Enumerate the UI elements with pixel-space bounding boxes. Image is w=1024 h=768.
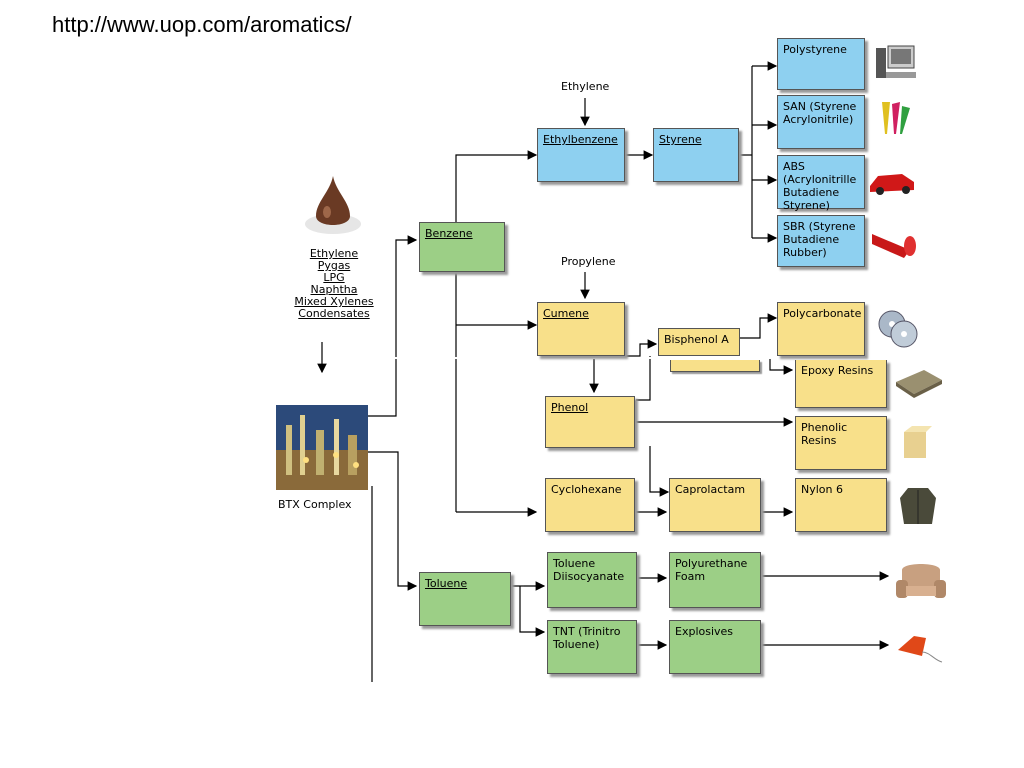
- feedstock-item[interactable]: LPG: [323, 271, 345, 284]
- node-tnt-label: TNT (Trinitro Toluene): [553, 625, 621, 651]
- node-phenolic-resins[interactable]: Phenolic Resins: [795, 416, 887, 470]
- node-caprolactam[interactable]: Caprolactam: [669, 478, 761, 532]
- feedstock-item[interactable]: Mixed Xylenes: [294, 295, 374, 308]
- node-abs[interactable]: ABS (Acrylonitrille Butadiene Styrene): [777, 155, 865, 212]
- ethylene-input-label: Ethylene: [561, 80, 610, 93]
- node-toluene[interactable]: Toluene: [419, 572, 511, 626]
- node-abs-label: ABS (Acrylonitrille Butadiene Styrene): [783, 160, 857, 212]
- compact-discs-icon: [878, 310, 918, 348]
- node-ethylbenzene-label[interactable]: Ethylbenzene: [543, 133, 618, 146]
- node-caprolactam-label: Caprolactam: [675, 483, 746, 496]
- source-url[interactable]: http://www.uop.com/aromatics/: [52, 12, 352, 37]
- node-sbr[interactable]: SBR (Styrene Butadiene Rubber): [777, 215, 865, 267]
- stacked-boards-icon: [896, 370, 942, 398]
- explosive-charge-icon: [898, 636, 943, 663]
- node-phenolic-resins-label: Phenolic Resins: [801, 421, 848, 447]
- feedstock-list: Ethylene Pygas LPG Naphtha Mixed Xylenes…: [282, 248, 386, 320]
- node-phenol-label[interactable]: Phenol: [551, 401, 589, 414]
- red-car-icon: [870, 174, 914, 195]
- node-pu-foam[interactable]: Polyurethane Foam: [669, 552, 761, 608]
- rubber-roll-icon: [872, 234, 916, 258]
- node-tnt[interactable]: TNT (Trinitro Toluene): [547, 620, 637, 674]
- node-polycarbonate[interactable]: Polycarbonate: [777, 302, 865, 356]
- feedstock-item[interactable]: Condensates: [298, 307, 370, 320]
- node-phenol[interactable]: Phenol: [545, 396, 635, 448]
- refinery-plant-icon: [276, 405, 368, 490]
- node-cyclohexane-label: Cyclohexane: [551, 483, 622, 496]
- btx-complex-label: BTX Complex: [278, 498, 352, 511]
- feedstock-item[interactable]: Ethylene: [309, 247, 359, 260]
- feedstock-item[interactable]: Pygas: [317, 259, 351, 272]
- node-bisphenol-a-lower: [670, 360, 760, 372]
- node-styrene-label[interactable]: Styrene: [659, 133, 702, 146]
- node-explosives-label: Explosives: [675, 625, 734, 638]
- node-ethylbenzene[interactable]: Ethylbenzene: [537, 128, 625, 182]
- oil-drop-icon: [305, 176, 361, 234]
- node-benzene-label[interactable]: Benzene: [425, 227, 473, 240]
- node-cumene[interactable]: Cumene: [537, 302, 625, 356]
- feedstock-item[interactable]: Naphtha: [310, 283, 358, 296]
- node-cyclohexane[interactable]: Cyclohexane: [545, 478, 635, 532]
- node-epoxy-resins-label: Epoxy Resins: [801, 364, 874, 377]
- node-cumene-label[interactable]: Cumene: [543, 307, 589, 320]
- node-nylon-6-label: Nylon 6: [801, 483, 843, 496]
- armchair-icon: [896, 564, 946, 598]
- node-styrene[interactable]: Styrene: [653, 128, 739, 182]
- node-san-label: SAN (Styrene Acrylonitrile): [783, 100, 857, 126]
- node-sbr-label: SBR (Styrene Butadiene Rubber): [783, 220, 856, 259]
- node-epoxy-resins[interactable]: Epoxy Resins: [795, 360, 887, 408]
- computer-icon: [876, 45, 916, 78]
- node-polystyrene-label: Polystyrene: [783, 43, 847, 56]
- node-tdi-label: Toluene Diisocyanate: [553, 557, 625, 583]
- node-tdi[interactable]: Toluene Diisocyanate: [547, 552, 637, 608]
- node-san[interactable]: SAN (Styrene Acrylonitrile): [777, 95, 865, 149]
- node-polycarbonate-label: Polycarbonate: [783, 307, 862, 320]
- colored-cups-icon: [882, 102, 910, 134]
- node-bisphenol-a[interactable]: Bisphenol A: [658, 328, 740, 356]
- node-nylon-6[interactable]: Nylon 6: [795, 478, 887, 532]
- jacket-icon: [900, 488, 936, 524]
- node-explosives[interactable]: Explosives: [669, 620, 761, 674]
- node-polystyrene[interactable]: Polystyrene: [777, 38, 865, 90]
- resin-block-icon: [904, 426, 932, 458]
- node-toluene-label[interactable]: Toluene: [425, 577, 468, 590]
- propylene-input-label: Propylene: [561, 255, 616, 268]
- node-benzene[interactable]: Benzene: [419, 222, 505, 272]
- node-bisphenol-a-label: Bisphenol A: [664, 333, 729, 346]
- node-pu-foam-label: Polyurethane Foam: [675, 557, 748, 583]
